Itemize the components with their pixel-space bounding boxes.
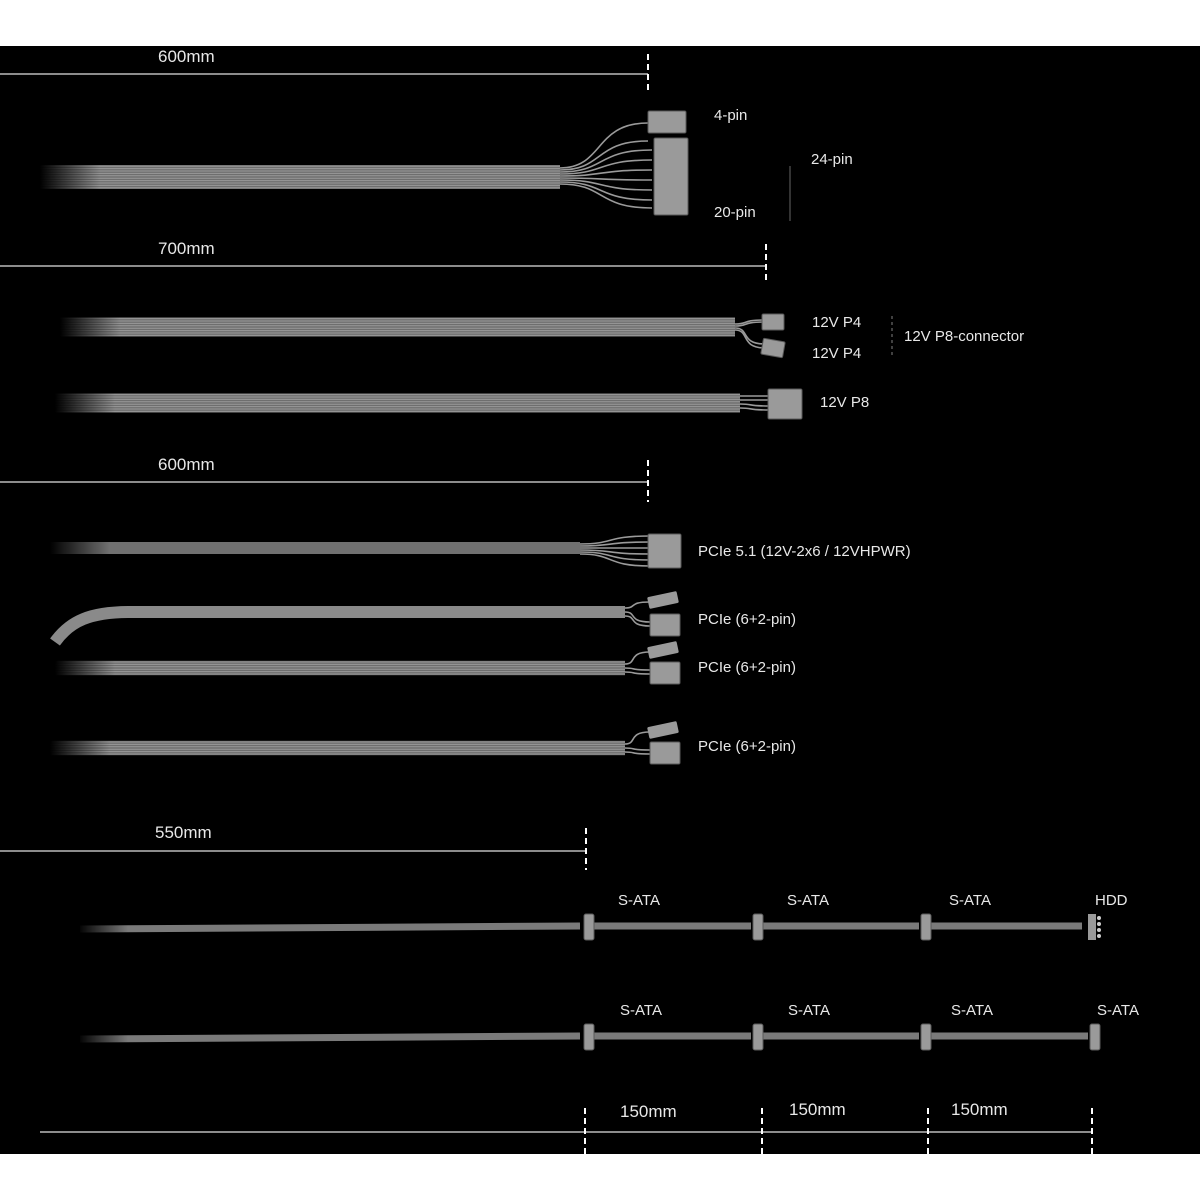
pcie-a-2pin bbox=[647, 591, 679, 609]
pcie-c-2pin bbox=[647, 721, 679, 739]
cpu-p8-fan-wires bbox=[739, 395, 771, 411]
atx-24pin-connector bbox=[653, 137, 689, 216]
atx-cable bbox=[40, 164, 560, 190]
sata-cable-1 bbox=[78, 913, 1101, 941]
atx-4pin-connector bbox=[647, 110, 687, 134]
cpu-p4-b-label: 12V P4 bbox=[812, 345, 862, 362]
pcie-a-6pin bbox=[649, 613, 681, 637]
cpu-p8-cable bbox=[55, 392, 740, 414]
pcie51-connector bbox=[647, 533, 682, 569]
sata1-b-label: S-ATA bbox=[787, 892, 829, 909]
cpu-p4-a-label: 12V P4 bbox=[812, 314, 862, 331]
cpu-length-label: 700mm bbox=[158, 239, 215, 258]
cable-diagram-panel: 600mm 700mm 600mm 550mm 150mm 150mm 150m… bbox=[0, 46, 1200, 1154]
cpu-p4-a-connector bbox=[761, 313, 785, 331]
pcie-c-cable bbox=[50, 739, 625, 757]
pcie-c-6pin bbox=[649, 741, 681, 765]
pcie-b-label: PCIe (6+2-pin) bbox=[698, 659, 796, 676]
atx-4pin-label: 4-pin bbox=[714, 107, 748, 124]
pcie-a-fan-wires bbox=[624, 601, 651, 627]
sata2-a-label: S-ATA bbox=[620, 1002, 662, 1019]
pcie-a-cable bbox=[50, 606, 625, 646]
atx-length-label: 600mm bbox=[158, 47, 215, 66]
pcie-b-6pin bbox=[649, 661, 681, 685]
sata1-c-label: S-ATA bbox=[949, 892, 991, 909]
pcie-c-label: PCIe (6+2-pin) bbox=[698, 738, 796, 755]
cpu-p8-connector-label: 12V P8-connector bbox=[904, 328, 1025, 345]
sata-gap2-label: 150mm bbox=[789, 1100, 846, 1119]
rulers-group bbox=[0, 54, 1093, 1154]
pcie51-cable bbox=[50, 542, 580, 554]
pcie-b-fan-wires bbox=[624, 651, 651, 675]
pcie51-fan-wires bbox=[579, 535, 651, 567]
cpu-p4-b-connector bbox=[760, 337, 786, 359]
atx-24pin-label: 24-pin bbox=[811, 151, 853, 168]
cables-group bbox=[40, 110, 1101, 1051]
cpu-p8-label: 12V P8 bbox=[820, 394, 870, 411]
sata2-c-label: S-ATA bbox=[951, 1002, 993, 1019]
sata-length-label: 550mm bbox=[155, 823, 212, 842]
sata1-a-label: S-ATA bbox=[618, 892, 660, 909]
pcie-c-fan-wires bbox=[624, 731, 651, 755]
sata2-d-label: S-ATA bbox=[1097, 1002, 1139, 1019]
cpu-p8-connector bbox=[767, 388, 803, 420]
atx-fan-wires bbox=[559, 122, 653, 209]
sata-gap3-label: 150mm bbox=[951, 1100, 1008, 1119]
sata-cable-2 bbox=[78, 1023, 1101, 1051]
cable-drawing bbox=[0, 54, 1101, 1154]
cpu-p4-fan-wires bbox=[734, 319, 766, 349]
sata1-hdd-label: HDD bbox=[1095, 892, 1128, 909]
sata-gap1-label: 150mm bbox=[620, 1102, 677, 1121]
atx-20pin-label: 20-pin bbox=[714, 204, 756, 221]
pcie-b-2pin bbox=[647, 641, 679, 659]
pcie51-cable-fade bbox=[50, 540, 110, 556]
pcie51-label: PCIe 5.1 (12V-2x6 / 12VHPWR) bbox=[698, 543, 911, 560]
pcie-b-cable bbox=[55, 659, 625, 677]
pcie-length-label: 600mm bbox=[158, 455, 215, 474]
cpu-p4-cable bbox=[60, 316, 735, 338]
sata2-b-label: S-ATA bbox=[788, 1002, 830, 1019]
pcie-a-label: PCIe (6+2-pin) bbox=[698, 611, 796, 628]
